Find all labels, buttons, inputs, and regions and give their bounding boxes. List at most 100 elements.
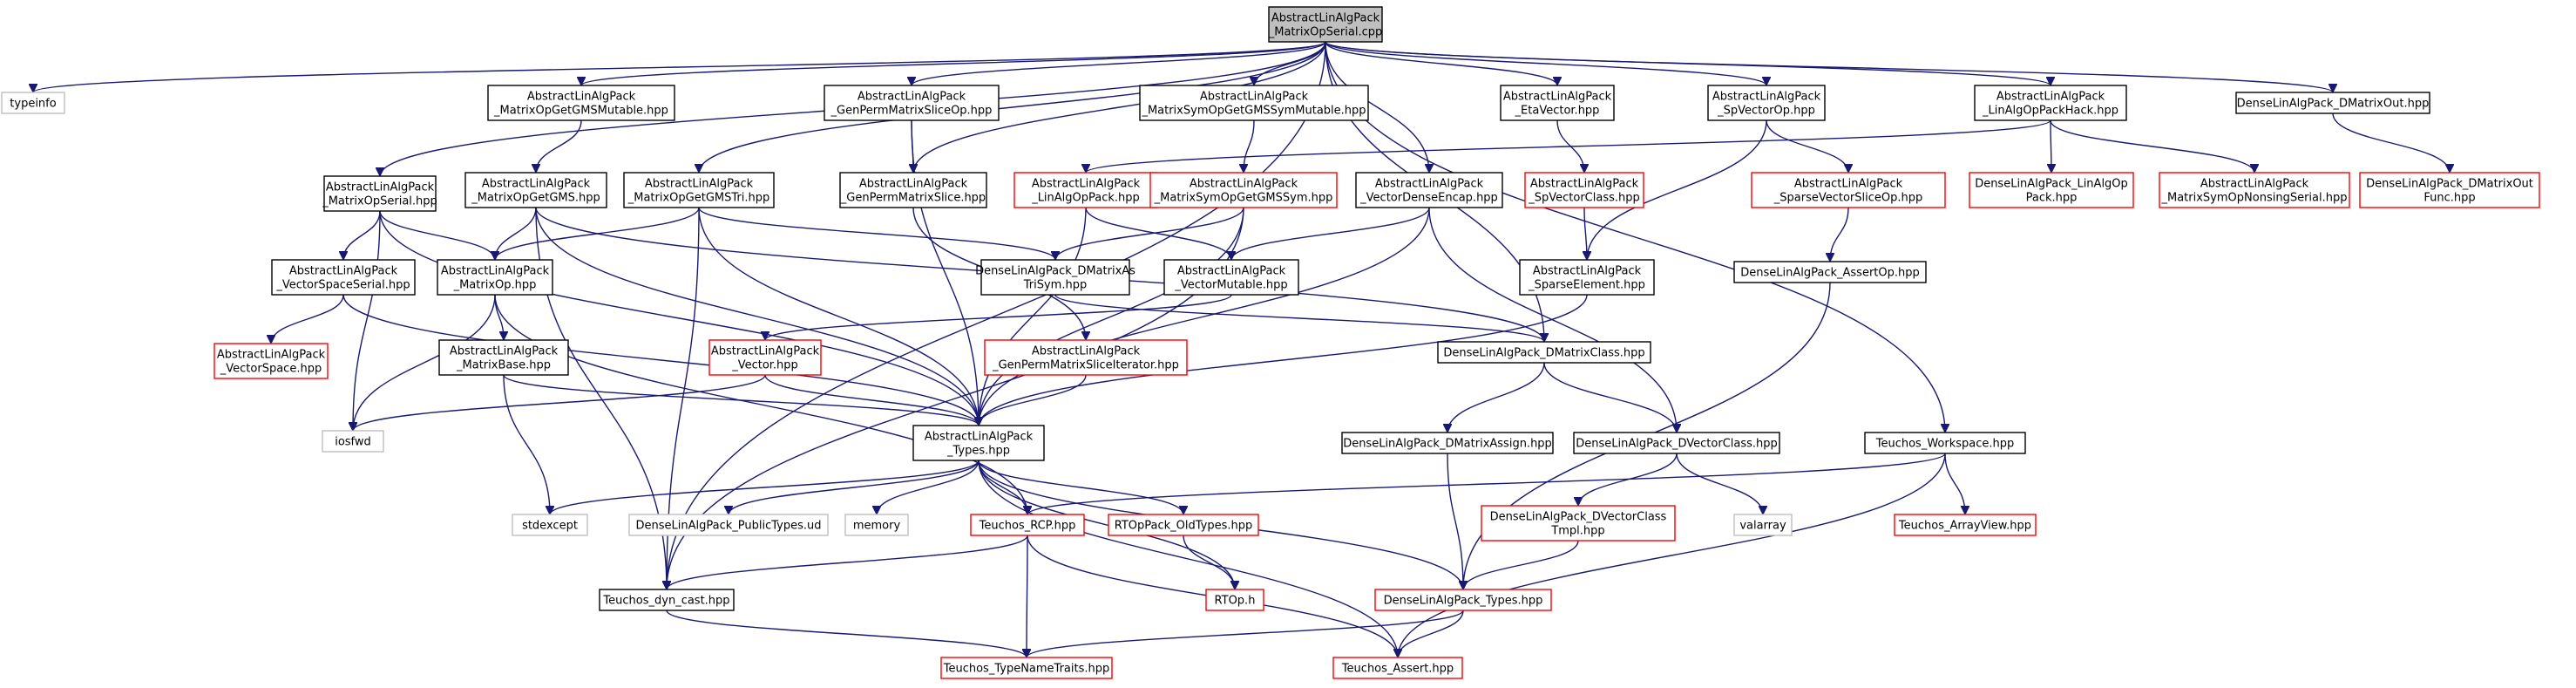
node-ws[interactable]: Teuchos_Workspace.hpp xyxy=(1864,432,2026,454)
node-gms[interactable]: AbstractLinAlgPack_MatrixOpGetGMS.hpp xyxy=(464,172,607,208)
node-box xyxy=(1864,432,2026,454)
node-label: DenseLinAlgPack_DVectorClass.hpp xyxy=(1576,438,1778,451)
node-gpm[interactable]: AbstractLinAlgPack_GenPermMatrixSlice.hp… xyxy=(839,172,987,208)
node-laop[interactable]: AbstractLinAlgPack_LinAlgOpPack.hpp xyxy=(1013,172,1158,208)
node-svso[interactable]: AbstractLinAlgPack_SparseVectorSliceOp.h… xyxy=(1751,172,1946,208)
edge-gmstri-to-trisym xyxy=(698,207,1055,261)
node-msns[interactable]: AbstractLinAlgPack_MatrixSymOpNonsingSer… xyxy=(2159,172,2350,208)
node-gpm_op[interactable]: AbstractLinAlgPack_GenPermMatrixSliceOp.… xyxy=(824,85,1000,121)
node-dyncast[interactable]: Teuchos_dyn_cast.hpp xyxy=(599,589,735,611)
node-mbase[interactable]: AbstractLinAlgPack_MatrixBase.hpp xyxy=(438,339,569,376)
edge-spvop-to-spel xyxy=(1587,119,1767,260)
edge-dmc-to-dvc xyxy=(1543,362,1677,433)
edge-dmc-to-dma xyxy=(1447,362,1545,433)
node-rcp[interactable]: Teuchos_RCP.hpp xyxy=(970,514,1085,536)
node-label: AbstractLinAlgPack xyxy=(1032,345,1141,358)
node-oldtypes[interactable]: RTOpPack_OldTypes.hpp xyxy=(1108,514,1259,536)
node-box xyxy=(1341,432,1554,454)
edge-gms-to-types xyxy=(535,207,979,426)
node-dvc[interactable]: DenseLinAlgPack_DVectorClass.hpp xyxy=(1573,432,1780,454)
node-box xyxy=(2359,172,2540,208)
node-dlaop[interactable]: DenseLinAlgPack_LinAlgOpPack.hpp xyxy=(1969,172,2134,208)
node-assertop[interactable]: DenseLinAlgPack_AssertOp.hpp xyxy=(1733,261,1927,283)
edge-mbase-to-stdexcept xyxy=(503,374,550,514)
node-box xyxy=(628,514,829,536)
edge-mop_serial-to-vss xyxy=(343,210,381,261)
node-label: AbstractLinAlgPack xyxy=(1996,91,2105,104)
node-box xyxy=(2159,172,2350,208)
node-box xyxy=(1163,259,1299,296)
node-assert[interactable]: Teuchos_Assert.hpp xyxy=(1332,657,1463,679)
node-box xyxy=(1969,172,2134,208)
edge-ws-to-rcp xyxy=(1027,453,1946,515)
edge-sym_mut-to-symgms xyxy=(1244,119,1255,173)
node-box xyxy=(512,514,588,536)
node-eta[interactable]: AbstractLinAlgPack_EtaVector.hpp xyxy=(1500,85,1615,121)
node-label: DenseLinAlgPack_PublicTypes.ud xyxy=(636,520,822,533)
node-box xyxy=(1374,589,1552,611)
node-gpmit[interactable]: AbstractLinAlgPack_GenPermMatrixSliceIte… xyxy=(984,339,1188,376)
edge-vss-to-types xyxy=(342,294,979,426)
node-tnt[interactable]: Teuchos_TypeNameTraits.hpp xyxy=(940,657,1113,679)
node-box xyxy=(1707,85,1826,121)
node-label: _MatrixOpGetGMSTri.hpp xyxy=(627,192,770,205)
node-spvop[interactable]: AbstractLinAlgPack_SpVectorOp.hpp xyxy=(1707,85,1826,121)
node-box xyxy=(1500,85,1615,121)
node-box xyxy=(1481,505,1676,542)
node-mop_serial[interactable]: AbstractLinAlgPack_MatrixOpSerial.hpp xyxy=(322,175,437,212)
node-label: _LinAlgOpPackHack.hpp xyxy=(1982,105,2118,118)
node-vspace[interactable]: AbstractLinAlgPack_VectorSpace.hpp xyxy=(214,343,329,379)
edge-mop_serial-to-mop xyxy=(379,210,495,261)
node-symgms[interactable]: AbstractLinAlgPack_MatrixSymOpGetGMSSym.… xyxy=(1149,172,1338,208)
edge-vde-to-types xyxy=(979,207,1430,426)
node-label: _MatrixOpSerial.hpp xyxy=(322,195,437,208)
node-label: AbstractLinAlgPack xyxy=(217,349,326,362)
edge-root-to-gpm_op xyxy=(912,41,1326,86)
node-valarray: valarray xyxy=(1733,514,1793,536)
edge-ws-to-arrview xyxy=(1944,453,1965,514)
node-sym_mut[interactable]: AbstractLinAlgPack_MatrixSymOpGetGMSSymM… xyxy=(1139,85,1369,121)
node-gms_mut[interactable]: AbstractLinAlgPack_MatrixOpGetGMSMutable… xyxy=(487,85,675,121)
node-hack[interactable]: AbstractLinAlgPack_LinAlgOpPackHack.hpp xyxy=(1974,85,2127,121)
node-vde[interactable]: AbstractLinAlgPack_VectorDenseEncap.hpp xyxy=(1355,172,1503,208)
node-vss[interactable]: AbstractLinAlgPack_VectorSpaceSerial.hpp xyxy=(271,259,416,296)
node-box xyxy=(2235,92,2430,114)
node-dtypes[interactable]: DenseLinAlgPack_Types.hpp xyxy=(1374,589,1552,611)
node-vec[interactable]: AbstractLinAlgPack_Vector.hpp xyxy=(708,339,822,376)
node-mop[interactable]: AbstractLinAlgPack_MatrixOp.hpp xyxy=(437,259,553,296)
node-arrview[interactable]: Teuchos_ArrayView.hpp xyxy=(1894,514,2037,536)
edge-hack-to-laop xyxy=(1086,119,2051,174)
node-spvc[interactable]: AbstractLinAlgPack_SpVectorClass.hpp xyxy=(1524,172,1644,208)
node-label: _VectorDenseEncap.hpp xyxy=(1359,192,1498,205)
node-dmc[interactable]: DenseLinAlgPack_DMatrixClass.hpp xyxy=(1437,341,1651,364)
node-label: DenseLinAlgPack_DMatrixAs xyxy=(975,265,1135,278)
node-box xyxy=(1733,514,1793,536)
node-box xyxy=(487,85,675,121)
edge-gmstri-to-mop xyxy=(495,207,700,261)
node-label: _GenPermMatrixSlice.hpp xyxy=(840,192,986,205)
edge-types-to-pubtypes xyxy=(729,460,980,515)
node-label: _SparseVectorSliceOp.hpp xyxy=(1773,192,1923,205)
edge-vec-to-iosfwd xyxy=(353,374,766,432)
node-rtoph[interactable]: RTOp.h xyxy=(1205,589,1264,611)
node-spel[interactable]: AbstractLinAlgPack_SparseElement.hpp xyxy=(1519,259,1655,296)
node-gmstri[interactable]: AbstractLinAlgPack_MatrixOpGetGMSTri.hpp xyxy=(623,172,775,208)
edge-root-to-gpm xyxy=(913,41,1326,173)
node-box xyxy=(1524,172,1644,208)
node-types[interactable]: AbstractLinAlgPack_Types.hpp xyxy=(912,425,1045,461)
node-box xyxy=(1437,341,1651,364)
edge-vmut-to-vec xyxy=(765,294,1232,341)
node-root[interactable]: AbstractLinAlgPack_MatrixOpSerial.cpp xyxy=(1268,6,1383,43)
node-box xyxy=(437,259,553,296)
edge-root-to-typeinfo xyxy=(33,41,1326,93)
node-label: _MatrixOp.hpp xyxy=(453,279,537,292)
node-dma[interactable]: DenseLinAlgPack_DMatrixAssign.hpp xyxy=(1341,432,1554,454)
node-box xyxy=(1573,432,1780,454)
node-dmout[interactable]: DenseLinAlgPack_DMatrixOut.hpp xyxy=(2235,92,2430,114)
node-vmut[interactable]: AbstractLinAlgPack_VectorMutable.hpp xyxy=(1163,259,1299,296)
node-label: DenseLinAlgPack_LinAlgOp xyxy=(1975,178,2128,191)
edge-vec-to-types xyxy=(764,374,979,426)
